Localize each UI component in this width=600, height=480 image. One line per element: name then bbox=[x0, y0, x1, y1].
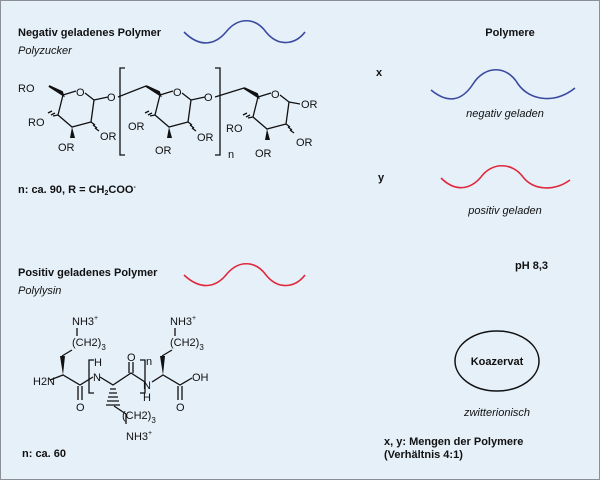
substituent-or: OR bbox=[128, 121, 145, 133]
legend-negative-label: negativ geladen bbox=[466, 108, 544, 120]
footnote-line-1: x, y: Mengen der Polymere bbox=[384, 436, 523, 448]
positive-wave-icon bbox=[183, 262, 306, 287]
ring-oxygen: O bbox=[76, 87, 85, 99]
substituent-ro: RO bbox=[28, 117, 45, 129]
carbonyl-oxygen: O bbox=[127, 352, 136, 364]
carbonyl-oxygen: O bbox=[76, 402, 85, 414]
ring-oxygen: O bbox=[271, 89, 280, 101]
legend-positive-label: positiv geladen bbox=[467, 205, 541, 217]
substituent-or: OR bbox=[296, 137, 313, 149]
legend-title: Polymere bbox=[485, 27, 535, 39]
bridge-oxygen: O bbox=[204, 92, 213, 104]
positive-polymer-title: Positiv geladenes Polymer bbox=[18, 267, 158, 279]
substituent-or: OR bbox=[155, 145, 172, 157]
negative-polymer-subtitle: Polyzucker bbox=[18, 45, 73, 57]
negative-polymer-title: Negativ geladenes Polymer bbox=[18, 27, 162, 39]
positive-polymer-subtitle: Polylysin bbox=[18, 285, 61, 297]
negative-wave-icon bbox=[183, 19, 306, 44]
polysaccharide-structure: RO O O RO OR OR O O OR OR OR n O OR RO O… bbox=[18, 67, 318, 161]
positive-polymer-note: n: ca. 60 bbox=[22, 448, 66, 460]
ch2-chain: (CH2)3 bbox=[122, 410, 156, 425]
amide-hydrogen: H bbox=[94, 357, 102, 369]
ch2-chain: (CH2)3 bbox=[72, 337, 106, 352]
coacervate-label: Koazervat bbox=[471, 356, 524, 368]
bridge-oxygen: O bbox=[107, 92, 116, 104]
legend-y-label: y bbox=[378, 172, 385, 184]
substituent-ro: RO bbox=[226, 123, 243, 135]
amide-nitrogen: N bbox=[143, 380, 151, 392]
positive-polymer-wave-icon bbox=[440, 164, 571, 189]
repeat-n: n bbox=[146, 356, 152, 368]
amide-nitrogen: N bbox=[93, 372, 101, 384]
substituent-or: OR bbox=[197, 132, 214, 144]
ammonium-group: NH3+ bbox=[126, 430, 152, 443]
amine-group: H2N bbox=[33, 376, 55, 388]
ph-value: pH 8,3 bbox=[515, 260, 548, 272]
hydroxyl-group: OH bbox=[192, 372, 209, 384]
substituent-or: OR bbox=[58, 142, 75, 154]
negative-polymer-note: n: ca. 90, R = CH2COO- bbox=[18, 184, 136, 197]
footnote-line-2: (Verhältnis 4:1) bbox=[384, 449, 463, 461]
ammonium-group: NH3+ bbox=[72, 315, 98, 328]
carbonyl-oxygen: O bbox=[176, 402, 185, 414]
substituent-ro: RO bbox=[18, 83, 35, 95]
negative-polymer-wave-icon bbox=[430, 69, 576, 100]
repeat-n: n bbox=[228, 149, 234, 161]
ring-oxygen: O bbox=[173, 87, 182, 99]
polylysine-structure: H2N O (CH2)3 NH3+ H N O n N H (CH2)3 NH3… bbox=[33, 315, 209, 443]
legend-x-label: x bbox=[376, 67, 383, 79]
substituent-or: OR bbox=[100, 131, 117, 143]
coacervate-ellipse bbox=[454, 330, 540, 392]
coacervate-type: zwitterionisch bbox=[463, 407, 530, 419]
ammonium-group: NH3+ bbox=[170, 315, 196, 328]
substituent-or: OR bbox=[301, 99, 318, 111]
substituent-or: OR bbox=[255, 148, 272, 160]
amide-hydrogen: H bbox=[143, 392, 151, 404]
ch2-chain: (CH2)3 bbox=[170, 337, 204, 352]
